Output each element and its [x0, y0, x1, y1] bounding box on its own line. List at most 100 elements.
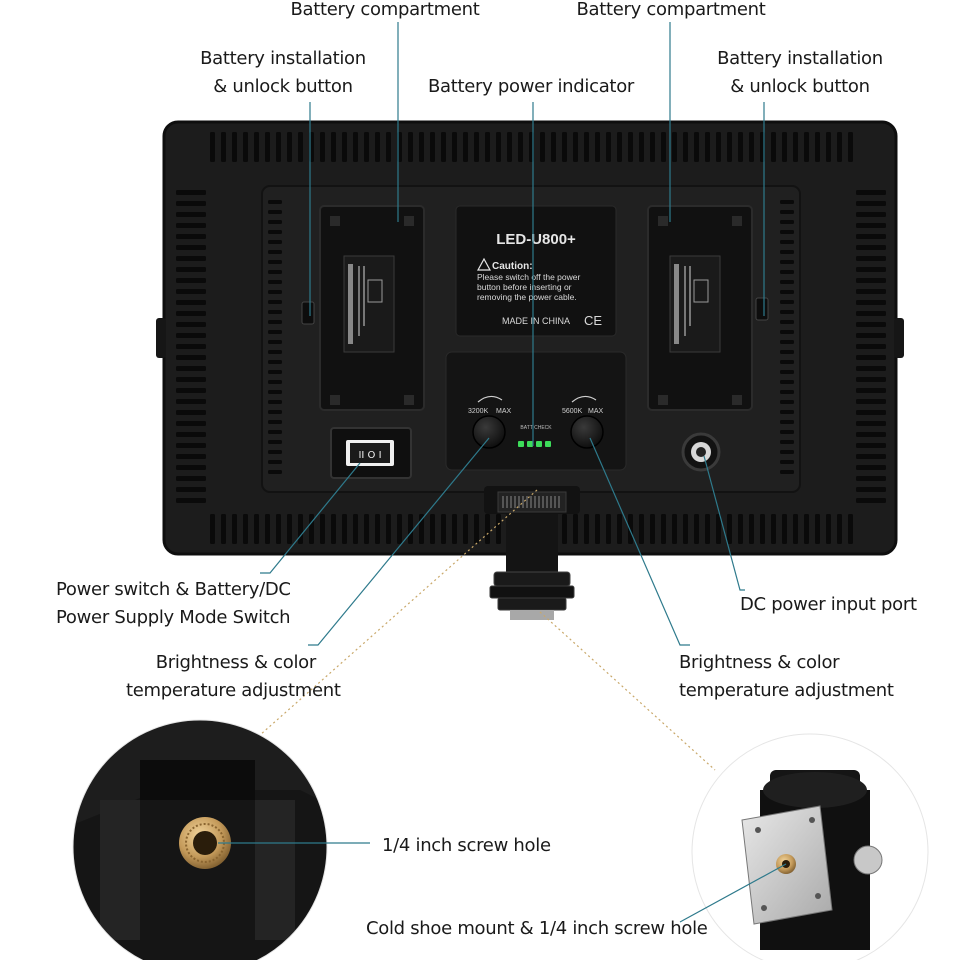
- vent-slot: [856, 190, 886, 195]
- vent-slot: [780, 260, 794, 264]
- vent-slot: [342, 132, 347, 162]
- vent-slot: [856, 410, 886, 415]
- vent-slot: [856, 399, 886, 404]
- vent-slot: [551, 132, 556, 162]
- vent-slot: [683, 514, 688, 544]
- vent-slot: [780, 390, 794, 394]
- vent-slots-left: [176, 190, 206, 503]
- vent-slot: [837, 132, 842, 162]
- vent-slot: [856, 487, 886, 492]
- vent-slot: [780, 370, 794, 374]
- unlock-button-right[interactable]: [755, 297, 769, 321]
- vent-slot: [856, 322, 886, 327]
- knurl-ridge: [538, 496, 540, 508]
- vent-slot: [628, 132, 633, 162]
- vent-slot: [694, 132, 699, 162]
- vent-slot: [375, 514, 380, 544]
- dc-input-port[interactable]: [681, 432, 721, 472]
- knurl-ridge: [542, 496, 544, 508]
- vent-slot: [298, 514, 303, 544]
- vent-slot: [176, 201, 206, 206]
- vent-slot: [419, 132, 424, 162]
- vent-slot: [496, 514, 501, 544]
- vent-slot: [856, 454, 886, 459]
- vent-slot: [856, 234, 886, 239]
- vent-slot: [496, 132, 501, 162]
- vent-slot: [683, 132, 688, 162]
- knurl-ridge: [502, 496, 504, 508]
- vent-slot: [856, 289, 886, 294]
- panel-side-nub-left: [156, 318, 166, 358]
- vent-slot: [287, 132, 292, 162]
- battery-compartment-left[interactable]: [319, 205, 425, 411]
- vent-slot: [463, 132, 468, 162]
- batt-check-label: BATT CHECK: [520, 425, 552, 431]
- vent-slot: [254, 132, 259, 162]
- vent-slot: [268, 470, 282, 474]
- label-unlock-right: Battery installation & unlock button: [717, 48, 883, 97]
- vent-slot: [268, 250, 282, 254]
- vent-slot: [268, 380, 282, 384]
- vent-slot: [254, 514, 259, 544]
- vent-slot: [485, 132, 490, 162]
- vent-slot: [584, 514, 589, 544]
- vent-slot: [176, 267, 206, 272]
- vent-slot: [780, 290, 794, 294]
- vent-slot: [176, 234, 206, 239]
- vent-slot: [749, 132, 754, 162]
- vent-slot: [268, 420, 282, 424]
- vent-slot: [848, 132, 853, 162]
- vent-slot: [780, 310, 794, 314]
- vent-slot: [856, 366, 886, 371]
- vent-slot: [760, 514, 765, 544]
- vent-slot: [856, 344, 886, 349]
- vent-slot: [562, 514, 567, 544]
- vent-slot: [804, 132, 809, 162]
- vent-slot: [287, 514, 292, 544]
- vent-slot: [804, 514, 809, 544]
- vent-slot: [650, 514, 655, 544]
- vent-slot: [793, 514, 798, 544]
- vent-slot: [856, 388, 886, 393]
- label-battery-compartment-left: Battery compartment: [290, 0, 480, 20]
- vent-slot: [705, 514, 710, 544]
- vent-slot: [780, 470, 794, 474]
- vent-slot: [268, 450, 282, 454]
- vent-slot: [268, 400, 282, 404]
- vent-slot: [595, 132, 600, 162]
- vent-slot: [176, 333, 206, 338]
- inner-vent-left: [268, 200, 282, 474]
- vent-slot: [749, 514, 754, 544]
- knob-right[interactable]: [570, 415, 604, 449]
- vent-slot: [780, 430, 794, 434]
- vent-slot: [268, 320, 282, 324]
- vent-slot: [856, 355, 886, 360]
- knob-left[interactable]: [472, 415, 506, 449]
- vent-slot: [441, 132, 446, 162]
- vent-slot: [856, 476, 886, 481]
- vent-slot: [628, 514, 633, 544]
- power-switch[interactable]: II O I: [330, 427, 412, 479]
- vent-slot: [856, 432, 886, 437]
- vent-slot: [276, 514, 281, 544]
- vent-slot: [176, 190, 206, 195]
- vent-slot: [474, 132, 479, 162]
- vent-slot: [782, 132, 787, 162]
- vent-slot: [584, 132, 589, 162]
- label-screw-hole: 1/4 inch screw hole: [382, 835, 551, 856]
- vent-slot: [780, 200, 794, 204]
- vent-slot: [176, 432, 206, 437]
- vent-slot: [430, 514, 435, 544]
- vent-slot: [176, 322, 206, 327]
- vent-slot: [176, 245, 206, 250]
- made-in-label: MADE IN CHINA: [502, 316, 570, 326]
- unlock-button-left[interactable]: [301, 301, 315, 325]
- vent-slot: [268, 300, 282, 304]
- zoom-detail-cold-shoe: [691, 733, 929, 960]
- vent-slot: [815, 132, 820, 162]
- knurl-ridge: [518, 496, 520, 508]
- battery-compartment-right[interactable]: [647, 205, 753, 411]
- battery-power-leds: [518, 441, 551, 447]
- mount-knurl: [502, 496, 560, 508]
- vent-slot: [320, 514, 325, 544]
